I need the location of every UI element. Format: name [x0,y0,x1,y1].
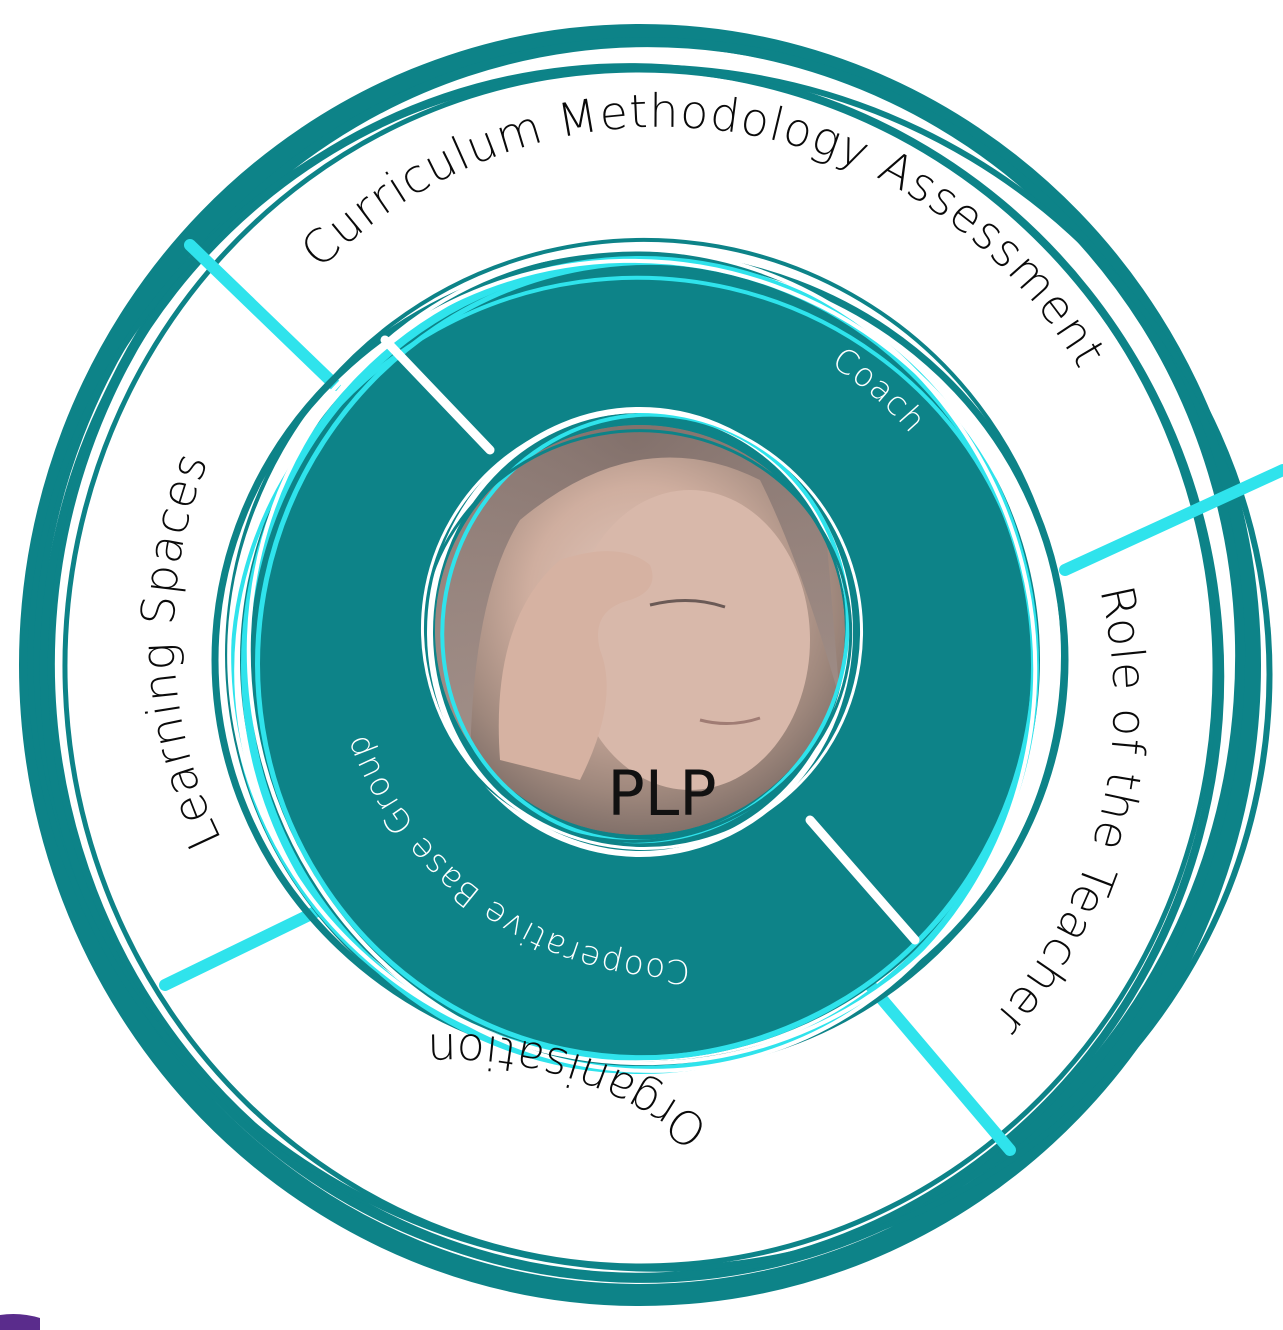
center-photo-border [419,407,864,857]
corner-accent [0,1314,40,1330]
center-photo [435,425,845,835]
inner-ring-white-strokes [227,247,1049,1073]
center-label-plp: PLP [607,757,716,830]
inner-ring-dividers [380,335,920,945]
